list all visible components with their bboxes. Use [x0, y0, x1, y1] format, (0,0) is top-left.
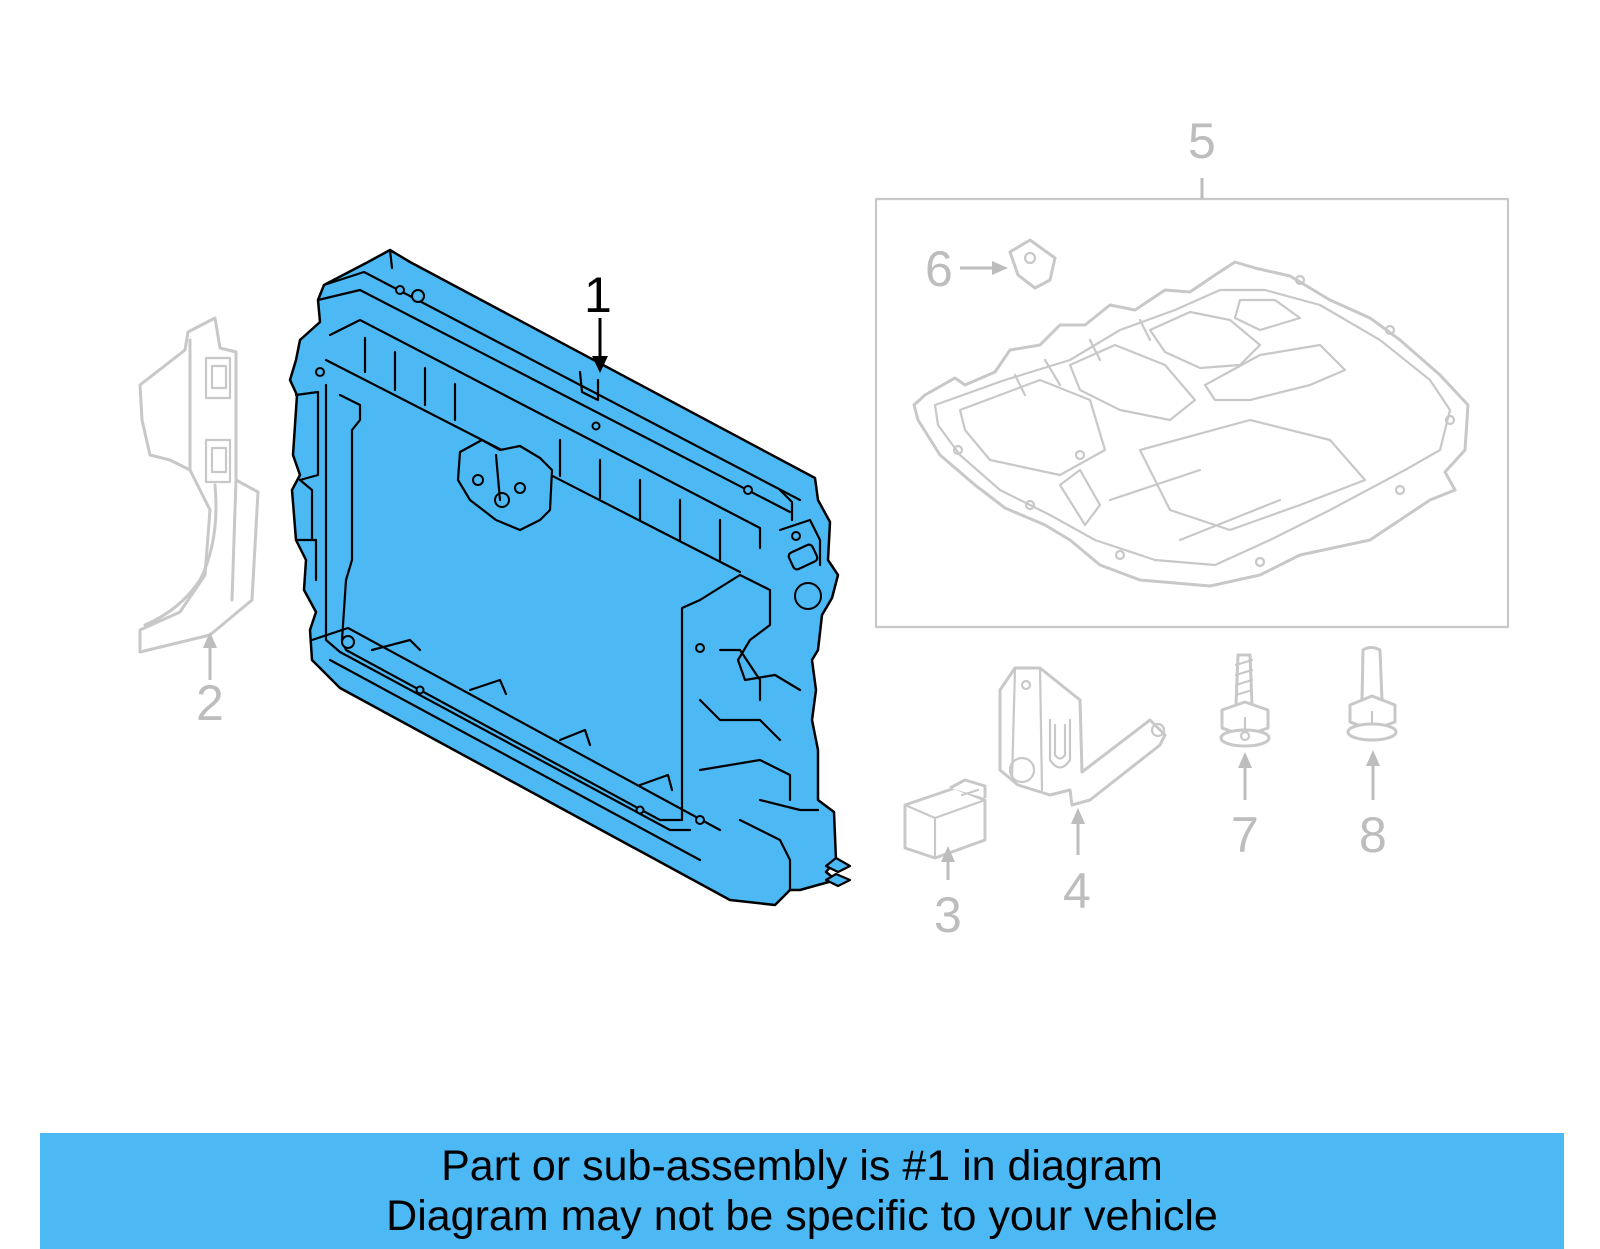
callout-3: 3	[934, 887, 962, 943]
leader-6	[960, 261, 1008, 275]
callout-4: 4	[1063, 863, 1091, 919]
part-6-clip[interactable]	[1008, 238, 1057, 290]
callout-6: 6	[925, 241, 953, 297]
leader-8	[1366, 750, 1380, 800]
part-7-bolt[interactable]	[1219, 653, 1271, 748]
callout-5: 5	[1188, 113, 1216, 169]
leader-1	[592, 318, 608, 373]
part-8-bolt[interactable]	[1346, 646, 1398, 742]
caption-banner: Part or sub-assembly is #1 in diagram Di…	[40, 1133, 1564, 1249]
caption-line-2: Diagram may not be specific to your vehi…	[386, 1192, 1218, 1240]
leader-2	[203, 632, 217, 680]
callout-1: 1	[584, 267, 612, 323]
leader-4	[1071, 808, 1085, 855]
part-1-radiator-support[interactable]	[288, 248, 852, 907]
callout-2: 2	[196, 675, 224, 731]
callout-8: 8	[1359, 807, 1387, 863]
leader-3	[941, 846, 955, 880]
part-4-bracket[interactable]	[998, 666, 1167, 807]
part-5-engine-undercover[interactable]	[912, 260, 1470, 588]
part-3-bushing[interactable]	[903, 778, 987, 860]
callout-7: 7	[1231, 807, 1259, 863]
part-2-air-guide[interactable]	[138, 316, 260, 654]
part-5-frame	[874, 197, 1510, 629]
leader-7	[1238, 752, 1252, 800]
caption-line-1: Part or sub-assembly is #1 in diagram	[441, 1142, 1163, 1190]
exploded-parts-diagram: 2	[138, 113, 1510, 943]
